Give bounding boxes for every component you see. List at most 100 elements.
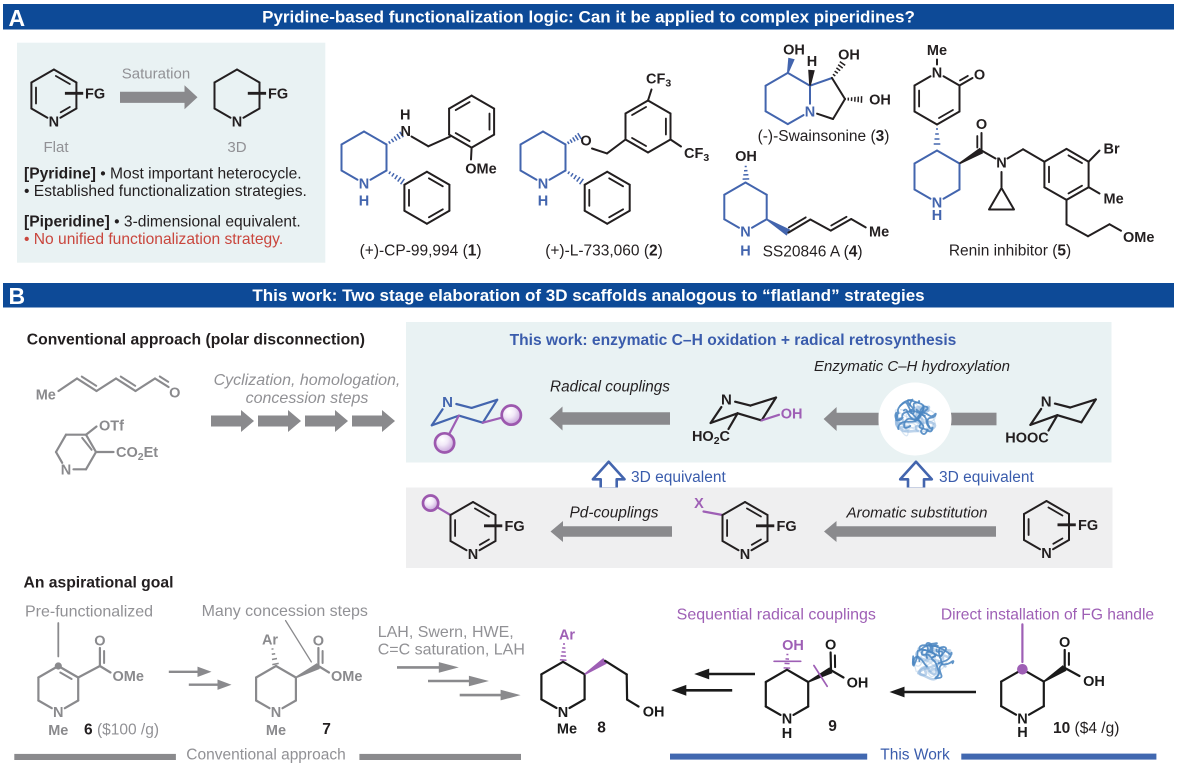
svg-text:N: N: [49, 115, 59, 131]
svg-text:Pd-couplings: Pd-couplings: [570, 505, 659, 522]
svg-text:[Piperidine] • 3-dimensional e: [Piperidine] • 3-dimensional equivalent.: [24, 213, 301, 230]
svg-text:(-)-Swainsonine (3): (-)-Swainsonine (3): [758, 128, 890, 145]
svg-text:CF3: CF3: [684, 146, 709, 164]
svg-text:N: N: [805, 104, 815, 120]
svg-text:(+)-L-733,060 (2): (+)-L-733,060 (2): [545, 243, 663, 260]
svg-text:H: H: [400, 108, 410, 124]
svg-text:Renin inhibitor (5): Renin inhibitor (5): [949, 243, 1071, 260]
svg-text:O: O: [825, 638, 836, 654]
svg-text:OH: OH: [781, 407, 803, 423]
svg-text:N: N: [740, 224, 750, 240]
svg-text:Cyclization, homologation,: Cyclization, homologation,: [214, 372, 401, 389]
svg-text:N: N: [442, 394, 453, 411]
svg-text:OH: OH: [1083, 674, 1105, 690]
svg-text:Pyridine-based functionalizati: Pyridine-based functionalization logic: …: [262, 8, 915, 27]
svg-text:Me: Me: [557, 722, 577, 738]
svg-text:C=C saturation, LAH: C=C saturation, LAH: [378, 642, 525, 659]
svg-text:This work: enzymatic C–H oxida: This work: enzymatic C–H oxidation + rad…: [510, 332, 957, 349]
svg-text:N: N: [271, 705, 281, 721]
svg-text:Me: Me: [869, 225, 889, 241]
svg-text:SS20846 A (4): SS20846 A (4): [763, 244, 863, 261]
svg-text:Ar: Ar: [262, 633, 278, 649]
svg-text:A: A: [9, 5, 26, 31]
svg-text:N: N: [740, 547, 750, 563]
svg-text:N: N: [538, 177, 548, 193]
svg-text:N: N: [1041, 546, 1051, 562]
svg-text:This work: Two stage elaborati: This work: Two stage elaboration of 3D s…: [252, 286, 924, 305]
svg-text:N: N: [558, 705, 568, 721]
svg-text:Direct installation of FG hand: Direct installation of FG handle: [941, 607, 1154, 624]
svg-text:10 ($4 /g): 10 ($4 /g): [1053, 720, 1119, 737]
svg-text:N: N: [932, 196, 942, 212]
svg-text:FG: FG: [777, 519, 797, 535]
svg-text:6 ($100 /g): 6 ($100 /g): [84, 722, 159, 739]
svg-text:HO2C: HO2C: [692, 429, 731, 447]
svg-text:OMe: OMe: [331, 669, 362, 685]
svg-text:H: H: [538, 194, 548, 210]
svg-text:Aromatic substitution: Aromatic substitution: [846, 505, 988, 522]
svg-text:O: O: [974, 68, 985, 84]
svg-text:Pre-functionalized: Pre-functionalized: [25, 603, 153, 620]
svg-text:3D equivalent: 3D equivalent: [939, 469, 1034, 486]
svg-text:Conventional approach (polar d: Conventional approach (polar disconnecti…: [27, 332, 365, 349]
svg-text:CO2Et: CO2Et: [116, 445, 158, 463]
svg-text:O: O: [976, 117, 987, 133]
svg-text:OH: OH: [783, 43, 805, 59]
svg-text:OH: OH: [735, 149, 757, 165]
svg-text:H: H: [1017, 725, 1027, 741]
svg-text:concession steps: concession steps: [246, 390, 369, 407]
svg-text:N: N: [1017, 712, 1027, 728]
svg-text:Saturation: Saturation: [122, 66, 190, 83]
svg-text:OMe: OMe: [465, 161, 496, 177]
svg-text:FG: FG: [268, 86, 288, 102]
svg-text:OTf: OTf: [99, 419, 124, 435]
svg-text:An aspirational goal: An aspirational goal: [24, 574, 174, 591]
svg-text:B: B: [9, 283, 26, 309]
svg-text:H: H: [807, 54, 817, 70]
svg-text:3D: 3D: [227, 139, 246, 156]
svg-text:8: 8: [597, 720, 606, 737]
svg-text:O: O: [580, 133, 591, 149]
svg-text:OH: OH: [847, 676, 869, 692]
svg-text:Many concession steps: Many concession steps: [202, 603, 368, 620]
svg-text:• Established functionalizatio: • Established functionalization strategi…: [24, 183, 307, 200]
svg-text:(+)-CP-99,994 (1): (+)-CP-99,994 (1): [360, 243, 482, 260]
svg-text:O: O: [1059, 635, 1070, 651]
svg-text:N: N: [932, 66, 942, 82]
svg-text:[Pyridine] • Most important he: [Pyridine] • Most important heterocycle.: [24, 166, 302, 183]
svg-text:OH: OH: [838, 48, 860, 64]
svg-text:9: 9: [828, 718, 837, 735]
svg-text:Enzymatic C–H hydroxylation: Enzymatic C–H hydroxylation: [814, 358, 1010, 375]
svg-text:OH: OH: [869, 92, 891, 108]
svg-text:This Work: This Work: [880, 747, 950, 764]
svg-text:N: N: [996, 155, 1006, 171]
svg-text:FG: FG: [1078, 518, 1098, 534]
svg-text:N: N: [782, 712, 792, 728]
svg-text:H: H: [740, 244, 750, 260]
svg-text:O: O: [313, 634, 324, 650]
svg-text:FG: FG: [85, 86, 105, 102]
svg-text:H: H: [359, 194, 369, 210]
svg-text:O: O: [94, 634, 105, 650]
svg-text:N: N: [61, 462, 71, 478]
svg-text:7: 7: [322, 721, 331, 738]
svg-text:N: N: [53, 705, 63, 721]
svg-text:OMe: OMe: [1123, 230, 1154, 246]
svg-text:N: N: [232, 115, 242, 131]
svg-text:Sequential radical couplings: Sequential radical couplings: [677, 606, 876, 623]
svg-text:H: H: [932, 208, 942, 224]
svg-text:N: N: [721, 392, 732, 409]
svg-text:X: X: [694, 496, 704, 512]
svg-text:N: N: [468, 547, 478, 563]
svg-text:3D equivalent: 3D equivalent: [631, 469, 726, 486]
svg-text:• No unified functionalization: • No unified functionalization strategy.: [24, 231, 283, 248]
svg-text:Me: Me: [927, 43, 947, 59]
svg-text:FG: FG: [505, 519, 525, 535]
svg-text:OH: OH: [643, 705, 665, 721]
svg-text:H: H: [782, 726, 792, 742]
svg-text:Conventional approach: Conventional approach: [186, 747, 345, 764]
svg-text:N: N: [401, 124, 411, 140]
svg-text:Ar: Ar: [559, 628, 575, 644]
svg-text:Br: Br: [1104, 141, 1120, 157]
svg-text:Me: Me: [36, 388, 56, 404]
